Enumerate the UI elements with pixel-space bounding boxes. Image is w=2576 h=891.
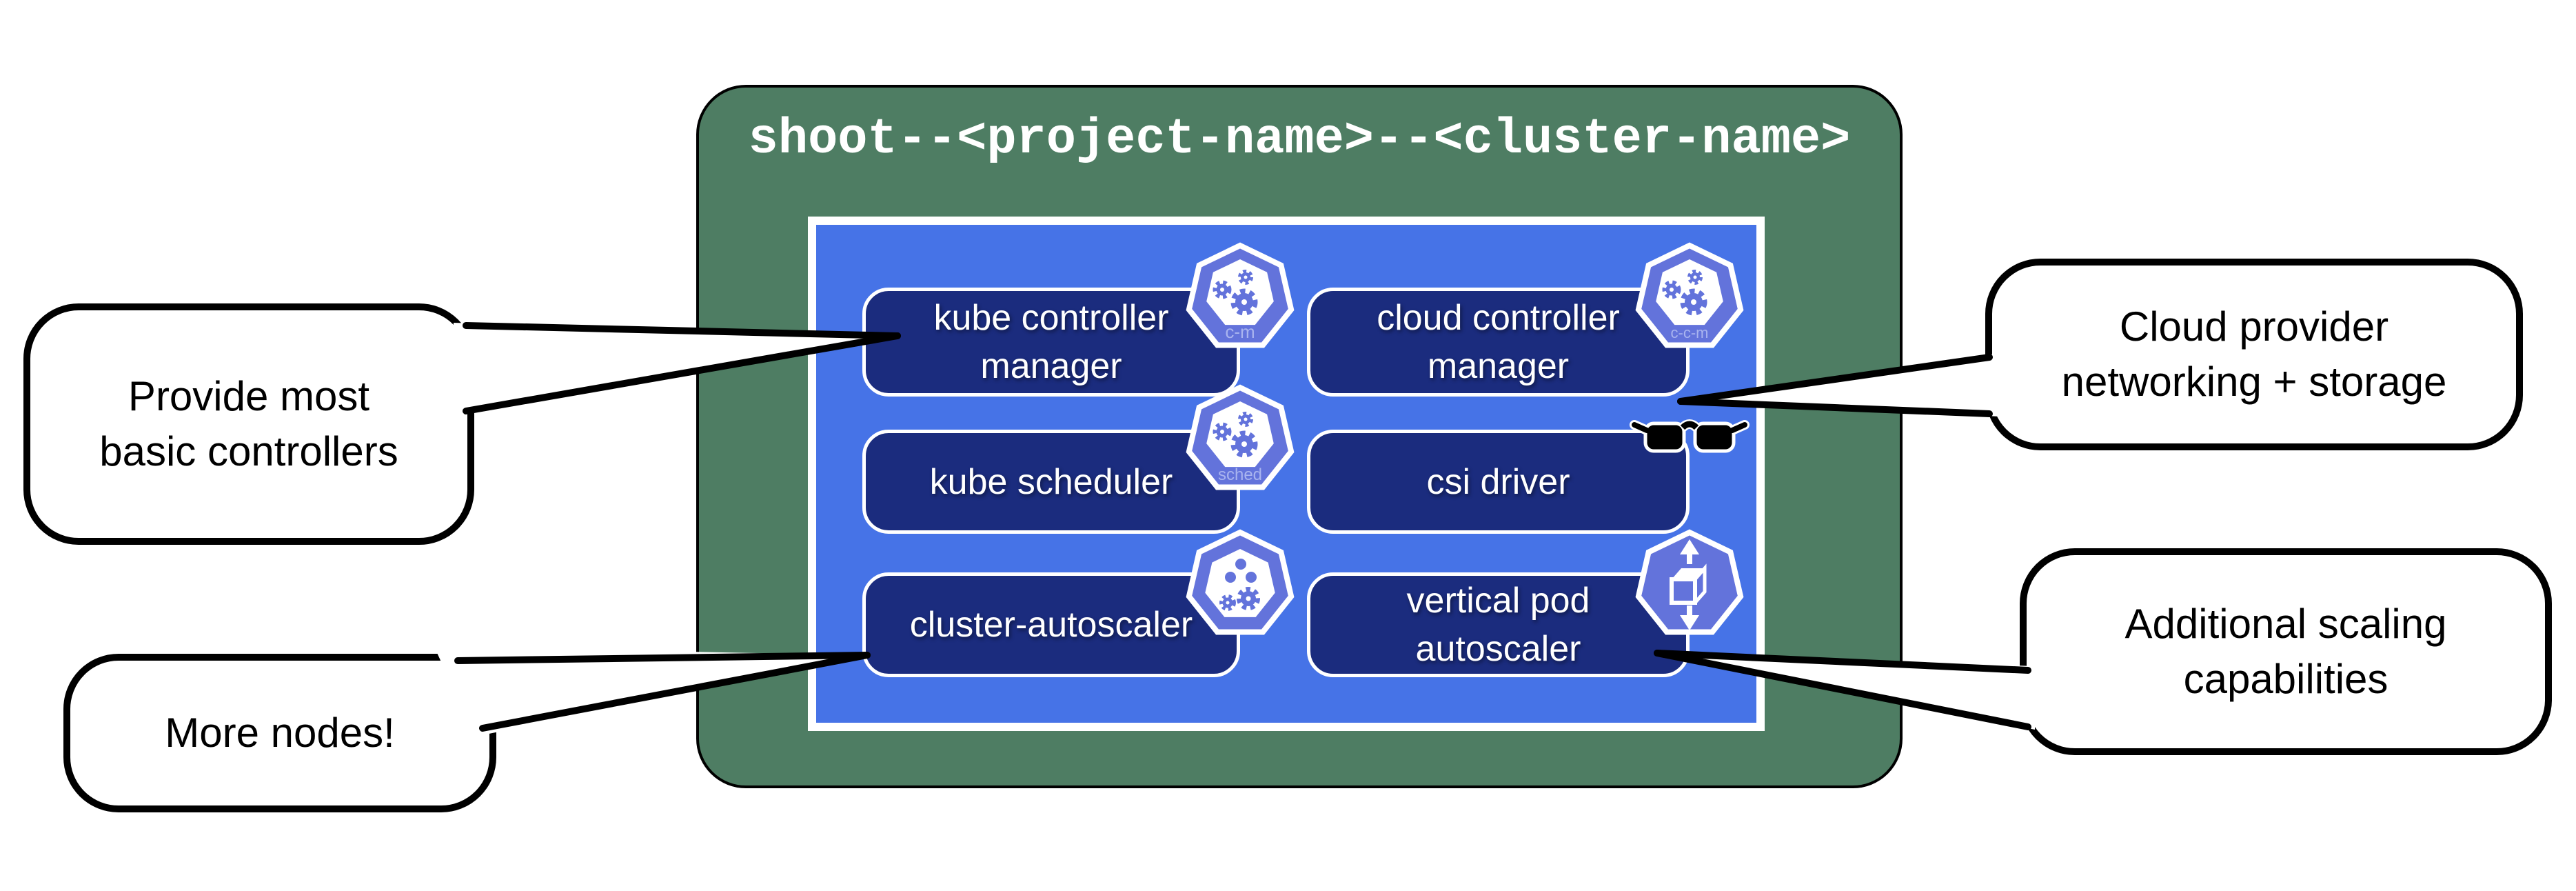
component-label: kube scheduler	[929, 461, 1173, 502]
shoot-cluster-title: shoot--<project-name>--<cluster-name>	[748, 111, 1851, 168]
component-kube-scheduler: kube scheduler	[862, 430, 1240, 534]
gears-glyph	[1213, 270, 1258, 316]
callout-text: Provide most basic controllers	[99, 373, 398, 474]
component-label: csi driver	[1426, 461, 1570, 502]
cube-and-arrows-glyph	[1670, 539, 1707, 630]
gears-glyph	[1213, 412, 1258, 458]
badge-label: c-c-m	[1671, 324, 1709, 341]
kube-controller-manager-icon: c-m	[1186, 242, 1295, 348]
component-cloud-controller-manager: cloud controller manager	[1307, 288, 1690, 397]
component-label: cluster-autoscaler	[909, 605, 1193, 645]
badge-label: sched	[1218, 465, 1262, 484]
callout-provide-basic-controllers: Provide most basic controllers	[23, 303, 474, 545]
gears-glyph	[1662, 270, 1707, 316]
badge-label: c-m	[1225, 321, 1255, 342]
callout-text: Cloud provider networking + storage	[2061, 303, 2447, 405]
callout-more-nodes: More nodes!	[63, 654, 496, 812]
callout-additional-scaling: Additional scaling capabilities	[2020, 548, 2552, 755]
component-label: kube controller manager	[933, 298, 1169, 386]
callout-text: More nodes!	[165, 710, 395, 756]
kube-scheduler-icon: sched	[1186, 384, 1295, 490]
cloud-controller-manager-icon: c-c-m	[1635, 242, 1744, 348]
component-vertical-pod-autoscaler: vertical pod autoscaler	[1307, 572, 1690, 677]
component-label: vertical pod autoscaler	[1406, 581, 1590, 669]
callout-cloud-provider-networking-storage: Cloud provider networking + storage	[1985, 259, 2523, 450]
vertical-pod-autoscaler-icon	[1635, 529, 1744, 635]
cluster-autoscaler-icon	[1186, 529, 1295, 635]
sunglasses-icon	[1630, 419, 1750, 453]
component-csi-driver: csi driver	[1307, 430, 1690, 534]
component-label: cloud controller manager	[1377, 298, 1620, 386]
callout-text: Additional scaling capabilities	[2124, 601, 2447, 702]
nodes-and-gears-glyph	[1219, 559, 1260, 611]
